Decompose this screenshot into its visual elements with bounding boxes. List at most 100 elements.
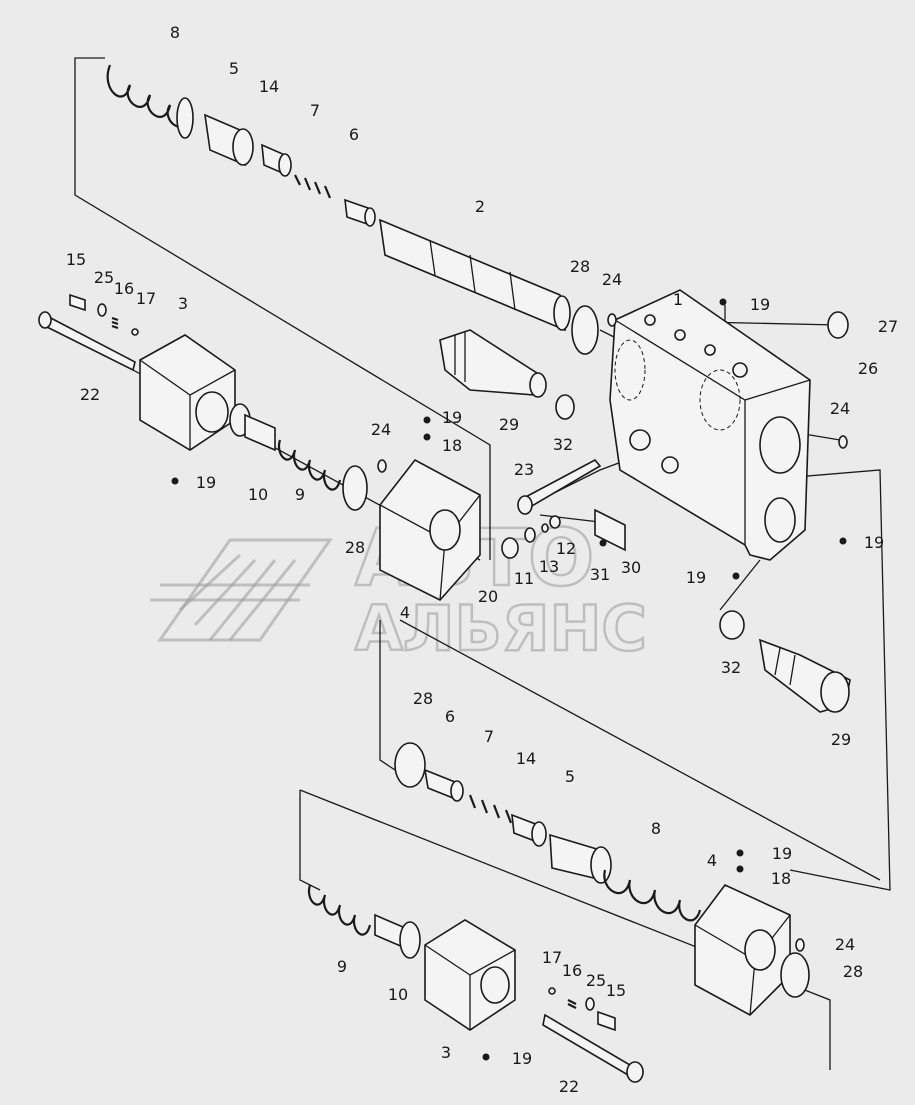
- cover-3-lower: [424, 919, 516, 1031]
- callout-label: 18: [771, 869, 791, 888]
- callout-label: 9: [337, 957, 347, 976]
- callout-label: 22: [559, 1077, 579, 1096]
- callout-label: 22: [80, 385, 100, 404]
- callout-label: 6: [349, 125, 359, 144]
- callout-label: 15: [606, 981, 626, 1000]
- relief-valve-29-lower: [758, 638, 851, 713]
- spacer-6-lower: [423, 768, 464, 802]
- cover-4-lower: [694, 884, 791, 1016]
- callout-label: 19: [442, 408, 462, 427]
- callout-label: 19: [772, 844, 792, 863]
- callout-label: 5: [565, 767, 575, 786]
- callout-label: 27: [878, 317, 898, 336]
- watermark-logo: [150, 538, 333, 642]
- valve-body-1: [609, 289, 811, 561]
- callout-label: 15: [66, 250, 86, 269]
- o-ring-27: [827, 311, 849, 339]
- small-parts-11-12-13-20: [501, 515, 561, 559]
- callout-label: 10: [388, 985, 408, 1004]
- callout-label: 14: [259, 77, 279, 96]
- watermark-line2: АЛЬЯНС: [355, 592, 647, 665]
- callout-label: 24: [835, 935, 855, 954]
- callout-label: 24: [371, 420, 391, 439]
- callout-label: 29: [499, 415, 519, 434]
- callout-label: 12: [556, 539, 576, 558]
- callout-label: 13: [539, 557, 559, 576]
- callout-label: 6: [445, 707, 455, 726]
- callout-label: 10: [248, 485, 268, 504]
- callout-label: 29: [831, 730, 851, 749]
- callout-label: 7: [484, 727, 494, 746]
- callout-label: 19: [196, 473, 216, 492]
- callout-label: 16: [562, 961, 582, 980]
- callout-label: 1: [673, 290, 683, 309]
- spring-7-upper: [294, 174, 332, 199]
- callout-label: 19: [686, 568, 706, 587]
- bolt-22-lower: [542, 1013, 644, 1083]
- relief-valve-29-upper: [439, 329, 547, 398]
- cover-4-upper: [379, 458, 481, 601]
- spool-2: [379, 218, 571, 332]
- plug-32-upper: [555, 394, 575, 420]
- spring-8-upper: [106, 64, 194, 139]
- plate-30-31: [594, 508, 626, 552]
- o-ring-28-mid: [342, 465, 368, 511]
- retainer-14-lower: [511, 813, 547, 847]
- spacer-6-upper: [344, 198, 376, 227]
- callout-label: 25: [94, 268, 114, 287]
- callout-label: 23: [514, 460, 534, 479]
- callout-label: 16: [114, 279, 134, 298]
- callout-label: 11: [514, 569, 534, 588]
- small-fasteners: [97, 298, 848, 1061]
- callout-label: 26: [858, 359, 878, 378]
- callout-label: 18: [442, 436, 462, 455]
- o-ring-28-lower: [394, 742, 426, 788]
- callout-label: 30: [621, 558, 641, 577]
- callout-label: 4: [400, 603, 410, 622]
- spring-8-lower: [603, 869, 702, 922]
- spring-9-lower: [307, 884, 372, 936]
- callout-label: 19: [864, 533, 884, 552]
- retainer-14-upper: [261, 143, 292, 177]
- callout-label: 32: [553, 435, 573, 454]
- callout-label: 28: [413, 689, 433, 708]
- plug-15-upper: [69, 293, 86, 312]
- sleeve-5-upper: [204, 113, 254, 167]
- cover-3-upper: [139, 334, 236, 451]
- callout-label: 31: [590, 565, 610, 584]
- callout-label: 3: [178, 294, 188, 313]
- o-ring-28-upper: [571, 305, 599, 355]
- stopper-10-upper: [229, 403, 276, 452]
- callout-label: 25: [586, 971, 606, 990]
- callout-label: 24: [830, 399, 850, 418]
- callout-label: 2: [475, 197, 485, 216]
- callout-label: 7: [310, 101, 320, 120]
- callout-label: 28: [843, 962, 863, 981]
- callout-label: 17: [542, 948, 562, 967]
- callout-label: 20: [478, 587, 498, 606]
- callout-label: 28: [345, 538, 365, 557]
- callout-label: 3: [441, 1043, 451, 1062]
- stem-23: [517, 458, 602, 515]
- spring-7-lower: [468, 794, 513, 824]
- callout-label: 14: [516, 749, 536, 768]
- stopper-10-lower: [374, 913, 421, 959]
- callout-label: 28: [570, 257, 590, 276]
- sleeve-5-lower: [549, 833, 612, 884]
- callout-label: 19: [512, 1049, 532, 1068]
- callout-label: 19: [750, 295, 770, 314]
- spring-9-upper: [277, 439, 342, 491]
- callout-label: 32: [721, 658, 741, 677]
- callout-label: 17: [136, 289, 156, 308]
- callout-label: 4: [707, 851, 717, 870]
- callout-label: 9: [295, 485, 305, 504]
- callout-label: 24: [602, 270, 622, 289]
- plug-32-lower: [719, 610, 745, 640]
- callout-label: 8: [651, 819, 661, 838]
- o-ring-28-right: [780, 952, 810, 998]
- bolt-22-upper: [38, 311, 136, 372]
- callout-label: 8: [170, 23, 180, 42]
